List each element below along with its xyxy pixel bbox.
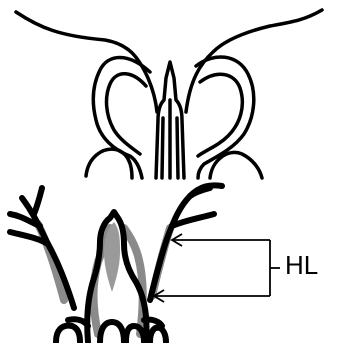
- left-lower-arch: [86, 149, 132, 178]
- top-line-drawing: [16, 10, 322, 178]
- right-branch: [150, 185, 222, 300]
- septum-line-3: [177, 118, 178, 178]
- hl-bracket: [156, 240, 280, 296]
- bottom-shaded-drawing: [10, 185, 222, 342]
- hl-label: HL: [285, 252, 318, 278]
- left-cavity-inner: [107, 74, 146, 154]
- septum-line-1: [162, 118, 163, 178]
